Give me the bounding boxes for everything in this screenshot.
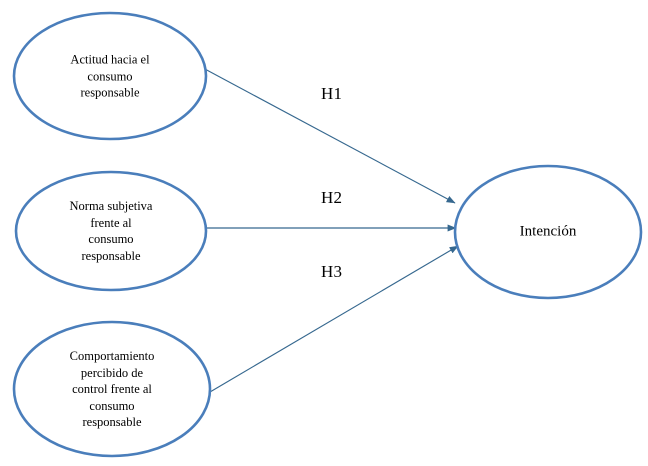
edge-label-h3: H3 xyxy=(321,262,343,281)
edges-layer xyxy=(202,67,459,393)
edge-label-h2: H2 xyxy=(321,188,343,207)
node-ellipse-subjective-norm xyxy=(14,170,208,292)
node-ellipse-perceived-control xyxy=(12,320,212,458)
edge-label-h1: H1 xyxy=(321,84,343,103)
node-ellipse-attitude xyxy=(12,11,208,141)
nodes-layer xyxy=(12,11,643,458)
edge-arrow-h1 xyxy=(202,67,456,204)
node-ellipse-intention xyxy=(453,164,643,300)
edge-arrow-h3 xyxy=(209,245,459,393)
